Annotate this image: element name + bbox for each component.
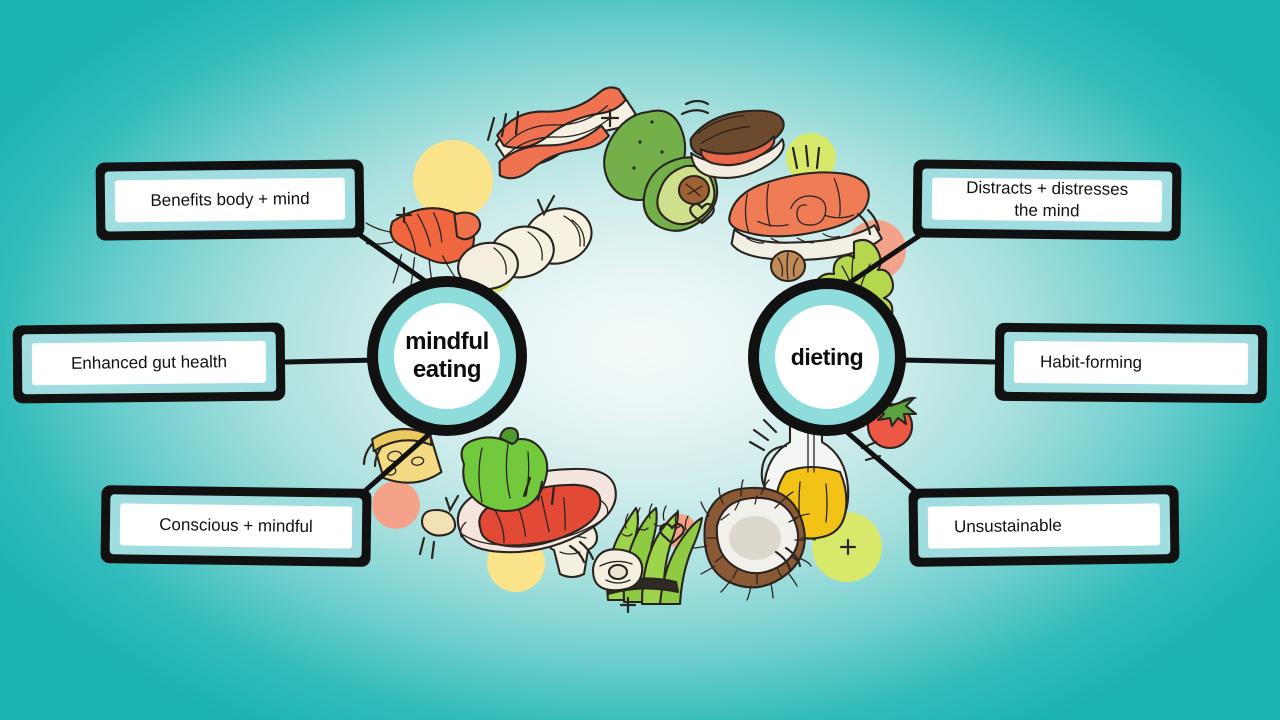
food-walnut (769, 249, 807, 283)
label-panel: Enhanced gut health (31, 340, 267, 386)
doodle-swoosh-right (856, 208, 881, 236)
doodle-plus-left (395, 206, 413, 224)
label-box-unsustainable[interactable]: Unsustainable (908, 485, 1180, 567)
label-panel: Habit-forming (1013, 340, 1249, 386)
label-text-benefits-body-mind: Benefits body + mind (150, 188, 310, 210)
label-box-enhanced-gut-health[interactable]: Enhanced gut health (12, 322, 286, 404)
doodle-swoosh-left (362, 442, 384, 468)
food-coconut (692, 479, 816, 601)
label-text-conscious-mindful: Conscious + mindful (159, 514, 313, 537)
label-box-habit-forming[interactable]: Habit-forming (994, 322, 1268, 404)
label-box-conscious-mindful[interactable]: Conscious + mindful (100, 485, 372, 567)
label-band: Habit-forming (1003, 331, 1259, 395)
food-avocado (603, 109, 719, 232)
label-panel: Conscious + mindful (119, 503, 353, 549)
label-band: Conscious + mindful (109, 494, 363, 558)
food-cashew (420, 508, 457, 537)
connector-left-middle (283, 357, 381, 365)
doodle-swoosh-bottom-right (774, 546, 802, 572)
food-salmon-steak (728, 171, 883, 261)
node-mindful-eating[interactable]: mindful eating (367, 276, 527, 436)
label-text-habit-forming: Habit-forming (1039, 352, 1143, 373)
doodle-heart-top (689, 202, 715, 225)
doodle-check-bottom-left (444, 494, 460, 513)
label-box-benefits-body-mind[interactable]: Benefits body + mind (95, 159, 365, 241)
doodle-swoosh-top-right (680, 99, 710, 116)
node-mindful-eating-inner: mindful eating (393, 302, 501, 410)
label-panel: Distracts + distresses the mind (931, 177, 1163, 223)
node-mindful-eating-label: mindful eating (405, 328, 489, 383)
label-band: Distracts + distresses the mind (921, 168, 1173, 232)
food-bacon (494, 86, 637, 180)
doodle-speed-lines-top (486, 110, 520, 142)
doodle-lines-bottom-left (418, 536, 436, 560)
blob-salmon-bottom-left (372, 481, 420, 529)
node-dieting[interactable]: dieting (748, 278, 906, 436)
label-band: Unsustainable (917, 494, 1171, 558)
doodle-plus-top (600, 108, 620, 128)
doodle-heart-bottom (659, 522, 685, 545)
connector-right-middle (899, 357, 997, 365)
node-dieting-label: dieting (790, 343, 864, 370)
blob-yellow-top-left (413, 140, 493, 220)
label-band: Benefits body + mind (104, 168, 356, 232)
label-text-distracts-distresses: Distracts + distresses the mind (966, 177, 1129, 221)
doodle-check-top (536, 194, 556, 217)
label-text-enhanced-gut-health: Enhanced gut health (70, 352, 228, 373)
node-dieting-inner: dieting (774, 304, 880, 410)
label-text-unsustainable: Unsustainable (953, 515, 1062, 537)
doodle-speed-lines-bottom (522, 476, 556, 506)
doodle-lines-oil (748, 418, 778, 452)
doodle-lines-on-lime-top (791, 144, 821, 170)
label-box-distracts-distresses[interactable]: Distracts + distresses the mind (912, 159, 1182, 241)
label-band: Enhanced gut health (21, 331, 277, 395)
food-shrimp (365, 207, 482, 288)
label-panel: Unsustainable (927, 503, 1161, 549)
food-eggs (457, 207, 593, 291)
doodle-plus-on-lime-bottom (839, 538, 857, 556)
food-mussel (689, 109, 785, 179)
label-panel: Benefits body + mind (114, 177, 346, 223)
doodle-plus-bottom (619, 596, 637, 614)
doodle-swoosh-bottom-center (568, 540, 595, 564)
